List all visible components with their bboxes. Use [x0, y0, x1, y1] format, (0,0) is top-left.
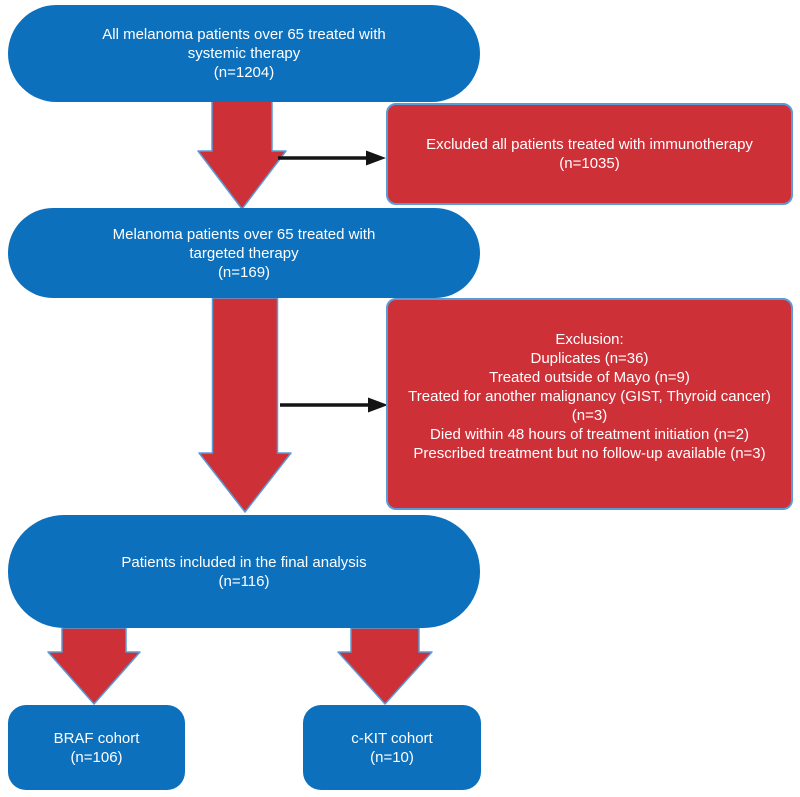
node-text-line: (n=106): [70, 748, 123, 766]
node-text-line: systemic therapy: [187, 45, 301, 62]
node-text-line: Excluded all patients treated with immun…: [426, 136, 753, 153]
node-text-line: Treated outside of Mayo (n=9): [489, 368, 690, 386]
red-block-arrow-down-1-icon: [197, 99, 287, 210]
node-text-line: Patients included in the final analysis: [121, 553, 367, 571]
node-text-line: All melanoma patients over 65 treated wi…: [102, 26, 386, 43]
black-connector-arrow-1-icon: [278, 150, 386, 166]
node-systemic-therapy: All melanoma patients over 65 treated wi…: [8, 5, 480, 102]
node-exclusion-list: Exclusion: Duplicates (n=36) Treated out…: [386, 298, 793, 510]
node-text-line: (n=116): [218, 572, 270, 590]
node-text-line: Duplicates (n=36): [530, 349, 649, 367]
red-block-arrow-down-3-icon: [47, 628, 141, 705]
node-text-line: Exclusion:: [555, 330, 624, 348]
node-text-line: BRAF cohort: [53, 729, 140, 747]
node-text-line: (n=1035): [559, 155, 620, 172]
node-braf-cohort: BRAF cohort (n=106): [8, 705, 185, 790]
node-text-line: (n=10): [370, 748, 414, 766]
node-text-line: Melanoma patients over 65 treated with: [112, 225, 376, 243]
node-excluded-immunotherapy: Excluded all patients treated with immun…: [386, 103, 793, 205]
node-text-line: Died within 48 hours of treatment initia…: [430, 425, 749, 443]
black-connector-arrow-2-icon: [280, 397, 388, 413]
node-text-line: (n=3): [571, 406, 608, 424]
node-text-line: c-KIT cohort: [351, 729, 433, 747]
node-targeted-therapy: Melanoma patients over 65 treated with t…: [8, 208, 480, 298]
node-ckit-cohort: c-KIT cohort (n=10): [303, 705, 481, 790]
node-text-line: (n=1204): [213, 64, 275, 81]
node-text-line: (n=169): [217, 263, 271, 281]
node-text-line: Treated for another malignancy (GIST, Th…: [408, 387, 771, 405]
node-text-line: targeted therapy: [189, 244, 299, 262]
node-final-analysis: Patients included in the final analysis …: [8, 515, 480, 628]
node-text-line: Prescribed treatment but no follow-up av…: [413, 444, 766, 462]
red-block-arrow-down-4-icon: [337, 628, 433, 705]
red-block-arrow-down-2-icon: [198, 298, 292, 513]
